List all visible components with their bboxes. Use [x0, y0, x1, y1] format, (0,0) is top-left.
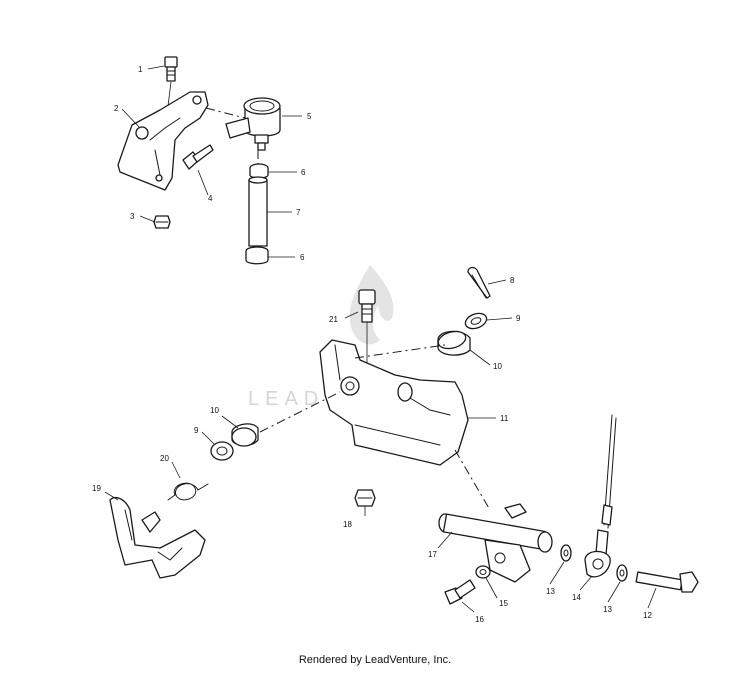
- part-9-washer-lower: [210, 441, 234, 461]
- part-9-washer-upper: [464, 312, 488, 330]
- callout-15: 15: [499, 599, 508, 608]
- part-1-bolt: [164, 56, 178, 82]
- callout-4: 4: [208, 194, 213, 203]
- part-13-washer-left: [560, 544, 572, 562]
- callout-5: 5: [307, 112, 312, 121]
- callout-18: 18: [343, 520, 352, 529]
- callout-9-lower: 9: [194, 426, 199, 435]
- callout-16: 16: [475, 615, 484, 624]
- part-11-pedal-bracket: [319, 339, 469, 466]
- part-20-spring: [167, 482, 209, 501]
- part-6-clamp-lower: [245, 246, 269, 265]
- callout-14: 14: [572, 593, 581, 602]
- part-19-pedal: [109, 497, 206, 579]
- part-10-bushing-upper: [437, 330, 471, 356]
- leader-lines: [104, 65, 657, 613]
- callout-17: 17: [428, 550, 437, 559]
- callout-7: 7: [296, 208, 301, 217]
- part-16-bolt: [444, 579, 476, 605]
- part-5-reservoir: [225, 97, 281, 151]
- part-2-bracket: [117, 91, 209, 191]
- part-12-bolt: [635, 571, 699, 593]
- callout-6-lower: 6: [300, 253, 305, 262]
- callout-13-right: 13: [603, 605, 612, 614]
- part-4-bolt: [182, 144, 214, 170]
- callout-20: 20: [160, 454, 169, 463]
- part-15-washer: [475, 565, 491, 579]
- callout-labels: 1 2 3 4 5 6 6 7 8 9 10 9 10 11 12 13 13 …: [92, 65, 652, 624]
- callout-12: 12: [643, 611, 652, 620]
- part-3-nut: [153, 215, 171, 229]
- callout-10-lower: 10: [210, 406, 219, 415]
- part-6-clamp-upper: [249, 163, 269, 179]
- part-21-bolt: [358, 289, 376, 323]
- part-18-nut: [354, 489, 376, 507]
- part-17-shaft: [438, 503, 553, 583]
- callout-19: 19: [92, 484, 101, 493]
- part-10-bushing-lower: [231, 423, 259, 447]
- callout-1: 1: [138, 65, 143, 74]
- part-14-rod-end: [584, 414, 617, 578]
- callout-21: 21: [329, 315, 338, 324]
- render-credit: Rendered by LeadVenture, Inc.: [298, 654, 452, 666]
- part-8-cotter-pin: [467, 266, 491, 299]
- callout-11: 11: [500, 414, 509, 423]
- part-7-hose: [248, 176, 268, 247]
- callout-3: 3: [130, 212, 135, 221]
- callout-13-left: 13: [546, 587, 555, 596]
- callout-2: 2: [114, 104, 119, 113]
- callout-9-upper: 9: [516, 314, 521, 323]
- callout-6-upper: 6: [301, 168, 306, 177]
- callout-8: 8: [510, 276, 515, 285]
- callout-10-upper: 10: [493, 362, 502, 371]
- part-13-washer-right: [616, 564, 628, 582]
